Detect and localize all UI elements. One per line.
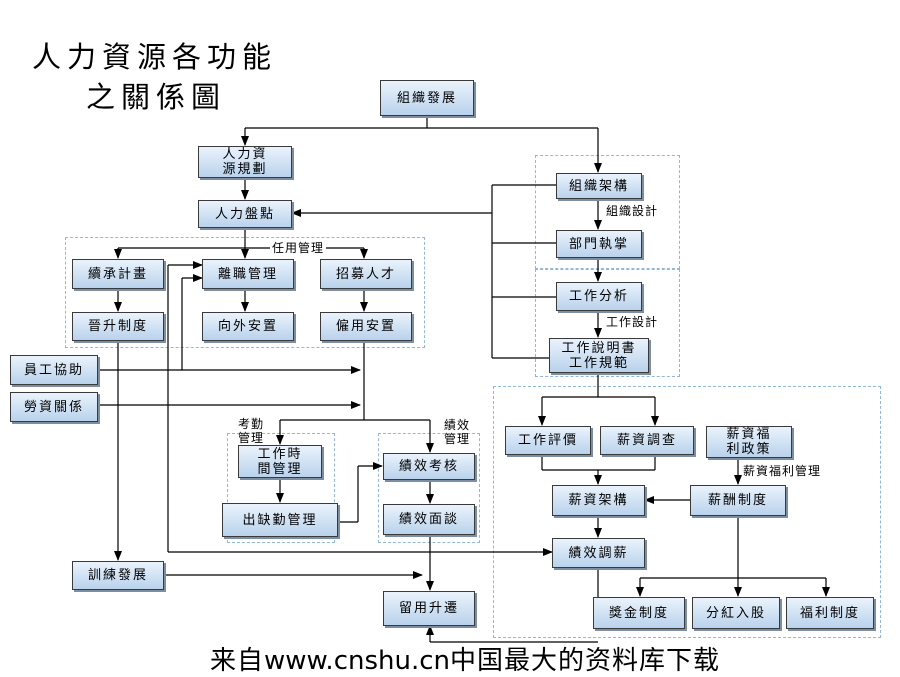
node-dept-duties-label: 部門執掌 [568, 236, 629, 252]
node-org-development-label: 組織發展 [396, 90, 457, 106]
node-compensation-system: 薪酬制度 [690, 485, 786, 516]
label-org-design-text: 組織設計 [606, 204, 659, 218]
node-hr-planning-line-2: 源規劃 [222, 162, 268, 177]
node-job-description: 工作說明書 工作規範 [549, 338, 649, 373]
node-labor-relations: 勞資關係 [10, 392, 98, 422]
node-pay-structure-label: 薪資架構 [568, 493, 629, 508]
label-performance-line-2: 管理 [444, 432, 471, 446]
label-staffing-mgmt: 任用管理 [270, 241, 327, 255]
group-org-design [535, 155, 680, 269]
node-merit-pay: 績效調薪 [552, 538, 645, 568]
node-profit-sharing: 分紅入股 [692, 597, 780, 629]
node-dept-duties: 部門執掌 [556, 230, 642, 258]
node-job-evaluation: 工作評價 [505, 426, 591, 455]
node-promotion-system-label: 晉升制度 [87, 319, 148, 334]
node-pay-policy: 薪資福 利政策 [706, 426, 792, 458]
label-job-design-text: 工作設計 [606, 315, 659, 329]
node-pay-survey: 薪資調查 [600, 426, 694, 455]
node-hr-planning: 人力資 源規劃 [198, 146, 292, 178]
node-recruitment-label: 招募人才 [335, 266, 396, 282]
node-org-structure: 組織架構 [556, 173, 642, 199]
node-perf-appraisal-label: 績效考核 [398, 459, 459, 474]
node-org-development: 組織發展 [380, 80, 474, 116]
node-training-dev-label: 訓練發展 [87, 568, 148, 583]
node-bonus-system-label: 獎金制度 [608, 605, 669, 621]
label-attendance: 考勤 管理 [238, 417, 264, 445]
label-job-design: 工作設計 [606, 316, 658, 329]
node-pay-policy-line-1: 薪資福 [726, 427, 772, 442]
node-employee-assistance: 員工協助 [10, 355, 98, 385]
footer-suffix: 中国最大的资料库下载 [450, 646, 721, 676]
node-recruitment: 招募人才 [320, 259, 412, 289]
footer-source: 来自www.cnshu.cn中国最大的资料库下载 [210, 640, 770, 677]
node-profit-sharing-label: 分紅入股 [705, 605, 766, 621]
node-pay-survey-label: 薪資調查 [616, 433, 677, 448]
node-employee-assistance-label: 員工協助 [23, 362, 84, 378]
node-retention-label: 留用升遷 [398, 601, 459, 616]
title-line-2: 之關係圖 [86, 80, 227, 114]
node-separation-mgmt: 離職管理 [202, 259, 294, 289]
node-promotion-system: 晉升制度 [72, 312, 164, 341]
node-training-dev: 訓練發展 [72, 561, 164, 590]
node-succession-plan-label: 續承計畫 [87, 266, 148, 282]
node-compensation-system-label: 薪酬制度 [707, 493, 768, 508]
node-welfare-system: 福利制度 [786, 597, 874, 629]
label-staffing-mgmt-text: 任用管理 [272, 241, 325, 255]
node-outplacement-label: 向外安置 [217, 319, 278, 334]
label-pay-welfare-mgmt-text: 薪資福利管理 [743, 464, 822, 478]
node-hr-planning-line-1: 人力資 [222, 147, 268, 162]
node-job-analysis: 工作分析 [556, 282, 642, 311]
page-title: 人力資源各功能 [32, 34, 277, 76]
footer-prefix: 来自 [210, 646, 265, 676]
node-succession-plan: 續承計畫 [72, 259, 164, 289]
page-title-line-2: 之關係圖 [86, 74, 226, 116]
node-org-structure-label: 組織架構 [568, 178, 629, 194]
label-performance-line-1: 績效 [444, 418, 471, 432]
node-job-analysis-label: 工作分析 [568, 289, 629, 304]
group-compensation [493, 386, 881, 638]
node-pay-structure: 薪資架構 [552, 485, 645, 516]
node-placement-label: 僱用安置 [335, 319, 396, 334]
title-line-1: 人力資源各功能 [32, 40, 278, 74]
node-bonus-system: 獎金制度 [593, 597, 685, 629]
node-hr-inventory-label: 人力盤點 [214, 206, 275, 222]
label-attendance-line-1: 考勤 [238, 417, 265, 431]
node-job-evaluation-label: 工作評價 [517, 433, 578, 448]
label-attendance-line-2: 管理 [238, 431, 265, 445]
node-perf-appraisal: 績效考核 [383, 453, 475, 480]
node-perf-interview: 績效面談 [383, 504, 475, 535]
node-welfare-system-label: 福利制度 [799, 605, 860, 621]
node-attendance-mgmt: 出缺勤管理 [222, 503, 338, 537]
footer-url[interactable]: www.cnshu.cn [264, 646, 451, 676]
node-perf-interview-label: 績效面談 [398, 512, 459, 527]
label-pay-welfare-mgmt: 薪資福利管理 [743, 465, 821, 478]
node-separation-mgmt-label: 離職管理 [217, 266, 278, 282]
node-retention: 留用升遷 [383, 591, 475, 626]
node-labor-relations-label: 勞資關係 [23, 399, 84, 415]
label-org-design: 組織設計 [606, 205, 658, 218]
node-attendance-mgmt-label: 出缺勤管理 [242, 512, 318, 528]
label-performance: 績效 管理 [444, 418, 470, 446]
node-hr-inventory: 人力盤點 [198, 200, 292, 228]
group-attendance [227, 433, 335, 543]
node-placement: 僱用安置 [320, 312, 412, 341]
node-job-description-line-2: 工作規範 [568, 355, 629, 371]
group-job-design [535, 269, 680, 377]
node-work-time-mgmt-line-2: 間管理 [257, 461, 303, 477]
node-merit-pay-label: 績效調薪 [568, 545, 629, 561]
node-work-time-mgmt: 工作時 間管理 [238, 445, 322, 478]
node-pay-policy-line-2: 利政策 [726, 442, 772, 457]
node-work-time-mgmt-line-1: 工作時 [257, 446, 303, 462]
node-outplacement: 向外安置 [202, 312, 294, 341]
node-job-description-line-1: 工作說明書 [561, 340, 637, 356]
group-performance [378, 433, 480, 543]
